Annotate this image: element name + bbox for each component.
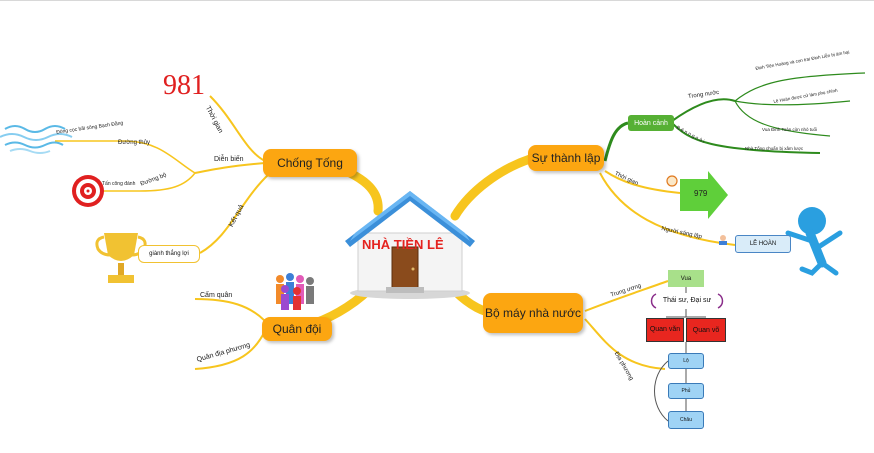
bracket-left [650, 293, 657, 309]
people-group-icon [276, 273, 314, 310]
link-cam-quan [194, 298, 266, 322]
label-cam-quan: Cấm quân [200, 292, 233, 299]
link-ket-qua [199, 172, 271, 254]
house-illustration [345, 191, 475, 299]
box-lo: Lộ [668, 353, 704, 369]
clock-icon [666, 175, 678, 187]
link-item1 [734, 72, 866, 102]
user-icon [720, 235, 726, 241]
bracket-right [717, 293, 724, 309]
link-trong-nuoc [671, 98, 736, 122]
box-quan-van: Quan văn [646, 318, 684, 342]
link-trung-uong [584, 280, 669, 312]
link-duong-thuy [55, 140, 196, 174]
box-chau: Châu [668, 411, 704, 429]
trophy-icon [95, 233, 147, 283]
center-title: NHÀ TIỀN LÊ [362, 237, 444, 252]
ket-qua-box: giành thắng lợi [138, 245, 200, 263]
target-icon [72, 175, 104, 207]
link-dien-bien [194, 162, 266, 174]
link-duong-bo [100, 172, 196, 192]
label-dien-bien: Diễn biến [214, 156, 244, 163]
box-phu: Phủ [668, 383, 704, 399]
link-item3 [734, 100, 831, 137]
link-dia-phuong [584, 318, 666, 370]
label-duong-thuy: Đường thủy [118, 140, 150, 146]
link-item2 [734, 100, 851, 106]
link-nguoi-sang-lap [599, 172, 736, 246]
link-hoan-canh [603, 121, 629, 162]
running-figure-icon [785, 207, 843, 276]
box-thai-su: Thái sư, Đại sư [662, 297, 712, 304]
box-quan-vo: Quan võ [686, 318, 726, 342]
label-hoan-canh-item4: Nhà Tống chuẩn bị xâm lược [745, 146, 804, 151]
year-981-drawing: 981 [163, 70, 205, 101]
trunk-su-thanh-lap [450, 154, 535, 221]
year-979: 979 [694, 189, 708, 198]
node-hoan-canh[interactable]: Hoàn cảnh [628, 115, 674, 131]
link-thoi-gian [209, 95, 266, 162]
label-duong-bo-detail: Tấn công đánh [102, 181, 136, 187]
link-ben-ngoai [671, 122, 821, 154]
node-bo-may[interactable]: Bộ máy nhà nước [483, 293, 583, 333]
box-vua: Vua [668, 270, 704, 287]
label-ket-qua-detail: giành thắng lợi [149, 251, 189, 257]
water-illustration [0, 125, 73, 154]
founder-box: LÊ HOÀN [735, 235, 791, 253]
node-quan-doi[interactable]: Quân đội [262, 317, 332, 341]
node-chong-tong[interactable]: Chống Tống [263, 149, 357, 177]
link-quan-dia-phuong [194, 330, 266, 370]
link-thoi-gian-2 [604, 170, 681, 194]
label-hoan-canh-item3: Vua Đinh Toàn còn nhỏ tuổi [762, 127, 818, 132]
year-arrow [680, 171, 728, 219]
node-su-thanh-lap[interactable]: Sự thành lập [528, 145, 604, 171]
